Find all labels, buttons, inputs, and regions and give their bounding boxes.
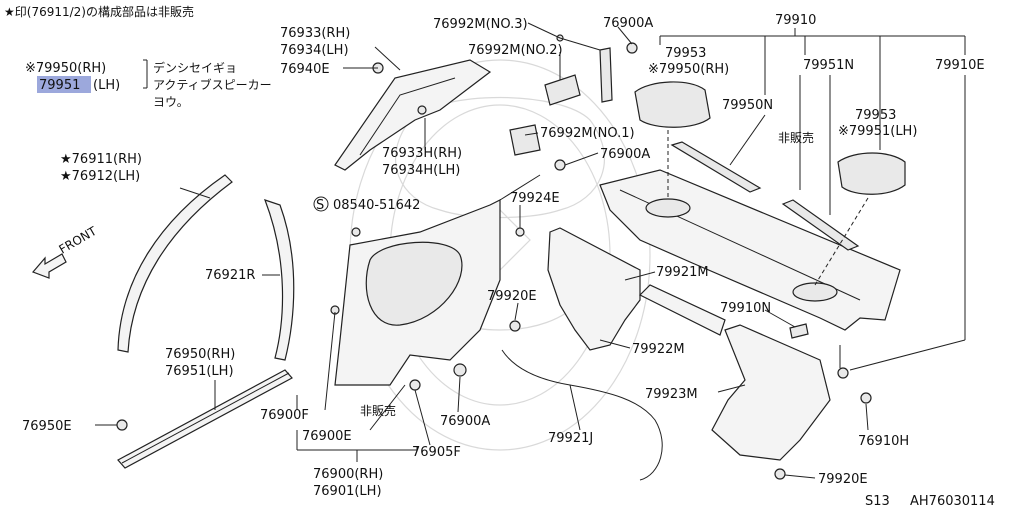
callout-79924e[interactable]: 79924E bbox=[510, 191, 560, 206]
jp-note-line1: デンシセイギョ bbox=[153, 60, 237, 75]
weatherstrip-79921j bbox=[501, 349, 663, 481]
screw-symbol-letter: S bbox=[316, 198, 324, 213]
callout-76933h-rh[interactable]: 76933H(RH) bbox=[382, 146, 462, 161]
callout-76900a-bot[interactable]: 76900A bbox=[440, 414, 490, 429]
callout-76900f[interactable]: 76900F bbox=[260, 408, 309, 423]
callout-76905f[interactable]: 76905F bbox=[412, 445, 461, 460]
jp-note-line2: アクティブスピーカー bbox=[153, 77, 272, 92]
rear-pillar-76933 bbox=[334, 59, 492, 171]
callout-76900-rh[interactable]: 76900(RH) bbox=[313, 467, 383, 482]
callout-79950-rh-top[interactable]: ※79950(RH) bbox=[25, 61, 106, 76]
callout-76911-rh[interactable]: ★76911(RH) bbox=[60, 152, 142, 167]
callout-79951-lh-side: (LH) bbox=[93, 78, 120, 93]
callout-79922m[interactable]: 79922M bbox=[632, 342, 685, 357]
callout-76992m-no2[interactable]: 76992M(NO.2) bbox=[468, 43, 563, 58]
callout-76950-rh[interactable]: 76950(RH) bbox=[165, 347, 235, 362]
callout-79920e-a[interactable]: 79920E bbox=[487, 289, 537, 304]
speaker-cover-79953-rh bbox=[634, 81, 711, 128]
callout-79923m[interactable]: 79923M bbox=[645, 387, 698, 402]
callout-79951n[interactable]: 79951N bbox=[803, 58, 854, 73]
jp-note-line3: ヨウ。 bbox=[153, 95, 189, 109]
callout-08540-51642[interactable]: 08540-51642 bbox=[333, 198, 420, 213]
callout-79950-rh-b[interactable]: ※79950(RH) bbox=[648, 62, 729, 77]
front-pillar-76921r bbox=[263, 199, 295, 361]
kicking-plate-76950 bbox=[117, 369, 293, 469]
callout-79951-lh-top[interactable]: 79951 bbox=[39, 78, 80, 93]
callout-79953-b[interactable]: 79953 bbox=[855, 108, 896, 123]
pillar-garnish-76911 bbox=[117, 174, 233, 353]
callout-76912-lh[interactable]: ★76912(LH) bbox=[60, 169, 140, 184]
callout-79921j[interactable]: 79921J bbox=[548, 431, 593, 446]
diagram-code: AH76030114 bbox=[910, 494, 995, 509]
callout-79921m[interactable]: 79921M bbox=[656, 265, 709, 280]
callout-76950e[interactable]: 76950E bbox=[22, 419, 72, 434]
header-note: ★印(76911/2)の構成部品は非販売 bbox=[4, 4, 194, 19]
callout-76900a-mid[interactable]: 76900A bbox=[600, 147, 650, 162]
callout-76940e[interactable]: 76940E bbox=[280, 62, 330, 77]
callout-79953-a[interactable]: 79953 bbox=[665, 46, 706, 61]
not-sold-label-2: 非販売 bbox=[360, 403, 396, 418]
finisher-79922m bbox=[638, 284, 726, 336]
callout-76921r[interactable]: 76921R bbox=[205, 268, 255, 283]
callout-79951-lh-b[interactable]: ※79951(LH) bbox=[838, 124, 917, 139]
callout-76934-lh[interactable]: 76934(LH) bbox=[280, 43, 349, 58]
callout-79910[interactable]: 79910 bbox=[775, 13, 816, 28]
quarter-trim-panel bbox=[334, 199, 501, 386]
callout-76951-lh[interactable]: 76951(LH) bbox=[165, 364, 234, 379]
callout-76933-rh[interactable]: 76933(RH) bbox=[280, 26, 350, 41]
callout-79920e-b[interactable]: 79920E bbox=[818, 472, 868, 487]
callout-76934h-lh[interactable]: 76934H(LH) bbox=[382, 163, 460, 178]
model-code: S13 bbox=[865, 494, 890, 509]
parcel-shelf-79910 bbox=[599, 141, 901, 331]
callout-76900a-top[interactable]: 76900A bbox=[603, 16, 653, 31]
front-arrow bbox=[31, 253, 67, 279]
callout-76901-lh[interactable]: 76901(LH) bbox=[313, 484, 382, 499]
front-label: FRONT bbox=[57, 224, 100, 257]
callout-79910e[interactable]: 79910E bbox=[935, 58, 985, 73]
callout-76910h[interactable]: 76910H bbox=[858, 434, 909, 449]
leader-lines bbox=[95, 22, 966, 479]
callout-76900e[interactable]: 76900E bbox=[302, 429, 352, 444]
callout-76992m-no3[interactable]: 76992M(NO.3) bbox=[433, 17, 528, 32]
callout-79910n[interactable]: 79910N bbox=[720, 301, 771, 316]
screw-symbol-icon bbox=[313, 196, 329, 212]
speaker-cover-79953-lh bbox=[837, 152, 906, 195]
callout-76992m-no1[interactable]: 76992M(NO.1) bbox=[540, 126, 635, 141]
side-trim-79921m bbox=[547, 227, 641, 351]
not-sold-label-1: 非販売 bbox=[778, 130, 814, 145]
highlight-79951 bbox=[37, 76, 91, 93]
rear-panel-79923m bbox=[711, 324, 831, 461]
clip-fasteners bbox=[116, 34, 872, 480]
callout-79950n[interactable]: 79950N bbox=[722, 98, 773, 113]
